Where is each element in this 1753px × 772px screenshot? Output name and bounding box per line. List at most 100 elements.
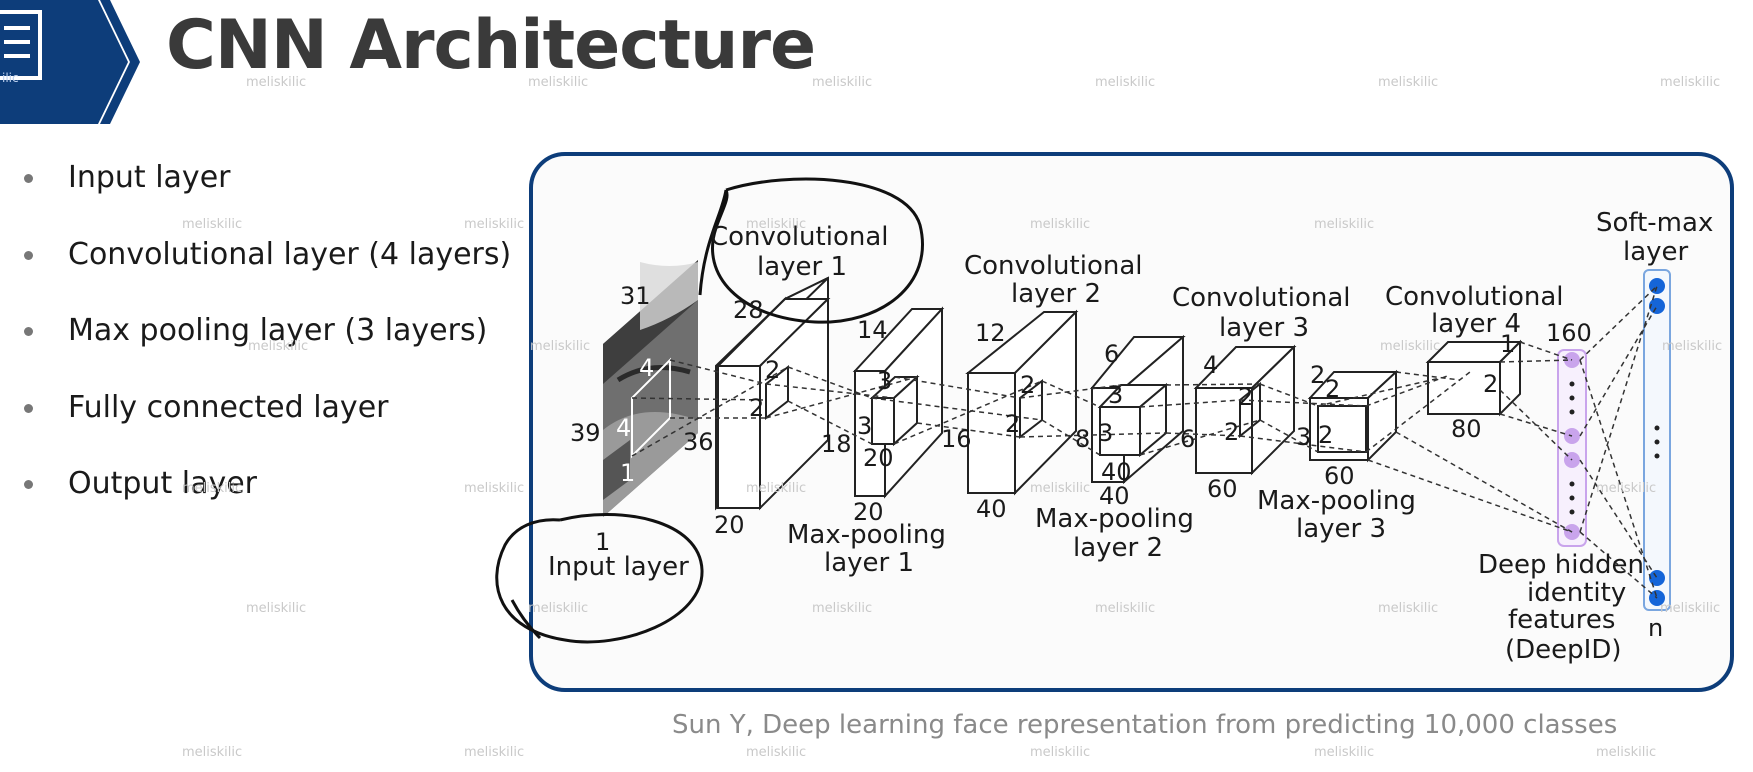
slide-title: CNN Architecture — [166, 6, 816, 85]
softmax-neuron — [1649, 298, 1665, 314]
pool-layer-3-front — [1309, 397, 1369, 461]
watermark: meliskilic — [812, 75, 872, 90]
dim-label: 6 — [1180, 425, 1195, 453]
dim-label: 31 — [620, 282, 651, 310]
watermark: meliskilic — [464, 745, 524, 760]
connector-lines — [631, 285, 1658, 599]
dim-label: 2 — [749, 394, 764, 422]
label-input: Input layer — [548, 552, 689, 582]
watermark: meliskilic — [248, 339, 308, 354]
handwritten-stroke — [698, 189, 728, 296]
label-conv2: Convolutional — [964, 251, 1143, 281]
bullet-item: Convolutional layer (4 layers) — [22, 237, 511, 314]
dim-label: 6 — [1104, 340, 1119, 368]
watermark: meliskilic — [1596, 481, 1656, 496]
watermark: meliskilic — [1030, 217, 1090, 232]
document-icon — [0, 10, 42, 80]
label-conv4: layer 4 — [1431, 309, 1521, 339]
watermark: meliskilic — [812, 601, 872, 616]
dim-label: 3 — [877, 367, 892, 395]
bullet-item: Max pooling layer (3 layers) — [22, 313, 511, 390]
input-face-image — [603, 260, 698, 517]
watermark: meliskilic — [182, 745, 242, 760]
dim-label: 2 — [1005, 410, 1020, 438]
dim-label: 20 — [714, 511, 745, 539]
watermark: meliskilic — [182, 481, 242, 496]
watermark: meliskilic — [1662, 339, 1722, 354]
watermark: meliskilic — [1095, 601, 1155, 616]
dim-label: 3 — [1296, 423, 1311, 451]
watermark: meliskilic — [1314, 217, 1374, 232]
dim-label: 1 — [595, 528, 610, 556]
dim-label: 160 — [1546, 319, 1592, 347]
conv-layer-1-front — [717, 365, 761, 509]
pool-1-kernel — [871, 397, 895, 445]
label-conv1: layer 1 — [757, 252, 847, 282]
watermark: meliskilic — [246, 601, 306, 616]
handwritten-circle-conv1 — [711, 177, 924, 324]
dim-label: 4 — [616, 414, 631, 442]
deepid-ellipsis — [1569, 381, 1575, 515]
watermark: meliskilic — [464, 481, 524, 496]
dim-label: 3 — [1098, 419, 1113, 447]
watermarks: meliskilic meliskilic meliskilic meliski… — [182, 75, 1722, 760]
label-pool3: Max-pooling — [1257, 486, 1416, 516]
watermark: meliskilic — [746, 481, 806, 496]
watermark: meliskilic — [464, 217, 524, 232]
dim-label: 39 — [570, 419, 601, 447]
dim-label: 18 — [821, 430, 852, 458]
label-softmax: layer — [1623, 237, 1689, 267]
conv-layer-4-side — [1499, 339, 1521, 417]
dim-label: 8 — [1075, 425, 1090, 453]
handwritten-stroke — [510, 599, 542, 640]
dim-label: 3 — [857, 412, 872, 440]
handwritten-circle-input — [495, 513, 704, 644]
label-softmax: Soft-max — [1596, 208, 1713, 238]
watermark: meliskilic — [1380, 339, 1440, 354]
label-pool2: layer 2 — [1073, 533, 1163, 563]
dim-label: 2 — [1325, 375, 1340, 403]
dim-label: 80 — [1451, 415, 1482, 443]
watermark: meliskilic — [1378, 75, 1438, 90]
badge-chevron — [0, 0, 128, 124]
conv-layer-3-side — [1251, 344, 1295, 476]
label-conv3: layer 3 — [1219, 313, 1309, 343]
label-conv3: Convolutional — [1172, 283, 1351, 313]
watermark: meliskilic — [1660, 601, 1720, 616]
watermark: meliskilic — [746, 745, 806, 760]
watermark: meliskilic — [1030, 745, 1090, 760]
badge-watermark: ilic — [2, 71, 19, 85]
dim-label: 2 — [1020, 371, 1035, 399]
dim-label: 3 — [1108, 381, 1123, 409]
dim-label: 20 — [853, 498, 884, 526]
label-deepid: identity — [1527, 578, 1626, 608]
pool-3-kernel — [1317, 405, 1367, 453]
conv-layer-2-side — [1014, 309, 1077, 496]
dim-label: 1 — [1500, 330, 1515, 358]
label-pool2: Max-pooling — [1035, 504, 1194, 534]
conv-layer-4-front — [1427, 361, 1501, 415]
label-pool1: Max-pooling — [787, 520, 946, 550]
label-conv1: Convolutional — [710, 222, 889, 252]
label-deepid: features — [1508, 605, 1615, 635]
dim-label: 2 — [1483, 370, 1498, 398]
dim-label: 60 — [1324, 462, 1355, 490]
dim-label: 40 — [1101, 458, 1132, 486]
dim-label: 60 — [1207, 475, 1238, 503]
watermark: meliskilic — [182, 217, 242, 232]
label-pool3: layer 3 — [1296, 514, 1386, 544]
dim-label: 2 — [1224, 418, 1239, 446]
label-deepid: Deep hidden — [1478, 550, 1644, 580]
dim-label: 14 — [857, 316, 888, 344]
label-pool1: layer 1 — [824, 548, 914, 578]
watermark: meliskilic — [528, 601, 588, 616]
dim-label: 1 — [620, 459, 635, 487]
watermark: meliskilic — [1378, 601, 1438, 616]
figure-citation: Sun Y, Deep learning face representation… — [672, 710, 1618, 740]
label-conv2: layer 2 — [1011, 279, 1101, 309]
dim-label: 2 — [765, 356, 780, 384]
watermark: meliskilic — [746, 217, 806, 232]
dim-label: 2 — [1318, 421, 1333, 449]
dim-label: 20 — [863, 444, 894, 472]
